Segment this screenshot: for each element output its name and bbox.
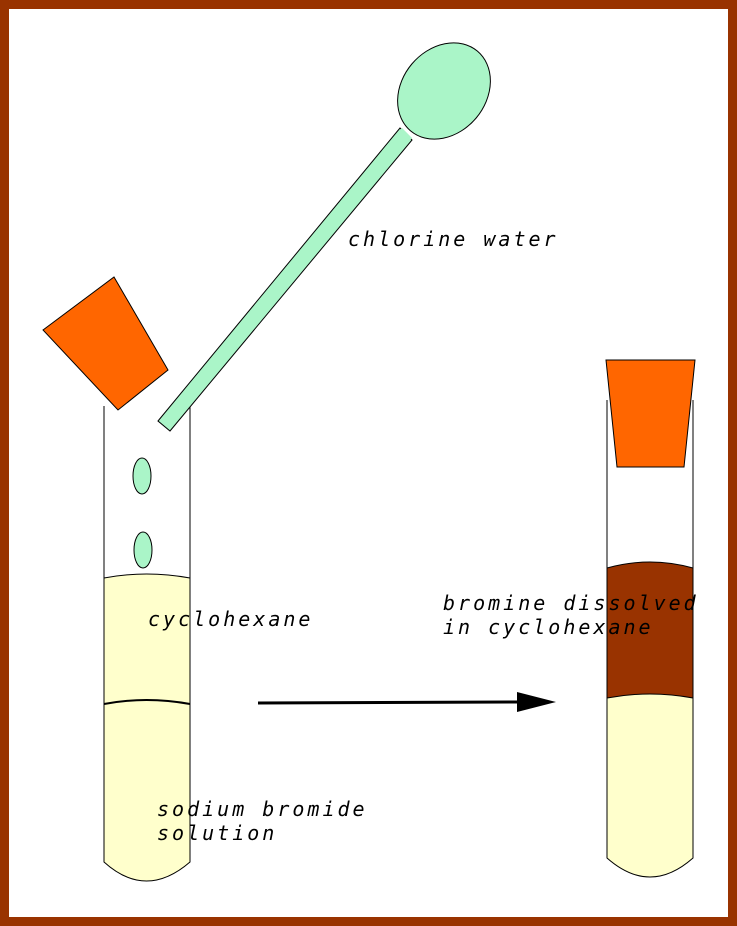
bromine-cyclohexane-layer — [607, 562, 693, 698]
cyclohexane-surface — [103, 573, 191, 579]
liquid-interface — [103, 699, 191, 705]
right-stopper — [605, 359, 696, 468]
sodium-bromide-label-line1: sodium bromide — [157, 797, 368, 821]
left-stopper — [42, 276, 169, 411]
pipette-bulb — [397, 42, 491, 140]
right-test-tube — [606, 400, 694, 878]
chlorine-water-drop — [133, 531, 153, 569]
dropper-pipette — [157, 42, 491, 432]
left-tube-outline — [103, 406, 191, 882]
sodium-bromide-label-line2: solution — [157, 821, 278, 845]
bromine-label-line2: in cyclohexane — [443, 615, 654, 639]
right-tube-outline — [606, 400, 694, 878]
aqueous-layer — [607, 694, 693, 877]
bromine-label-line1: bromine dissolved — [443, 591, 699, 615]
cyclohexane-label: cyclohexane — [148, 607, 314, 631]
left-test-tube — [103, 406, 191, 882]
pipette-stem — [157, 127, 413, 432]
cyclohexane-layer — [104, 574, 190, 704]
reaction-arrow — [257, 692, 556, 712]
chlorine-water-label: chlorine water — [348, 227, 559, 251]
sodium-bromide-layer — [104, 700, 190, 881]
chlorine-water-drop — [132, 457, 152, 495]
